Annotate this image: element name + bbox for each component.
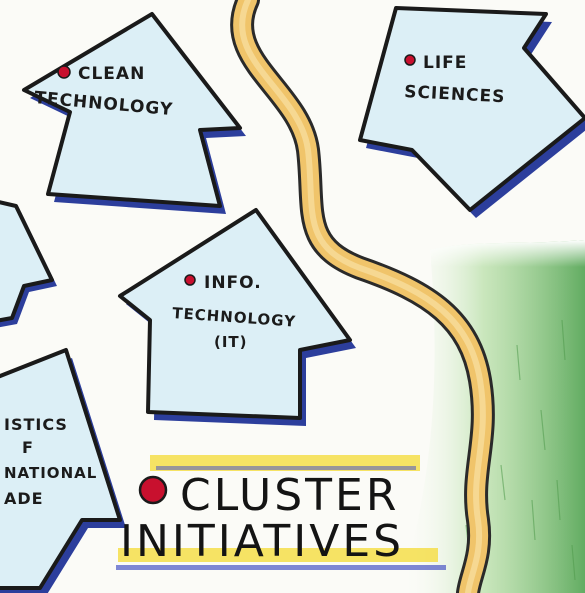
- bullet-clean-technology: [57, 65, 71, 79]
- arrow-partial-left: [0, 200, 57, 328]
- arrow-info-technology: INFO. TECHNOLOGY (IT): [118, 208, 356, 426]
- arrow-clean-technology: CLEAN TECHNOLOGY: [22, 12, 246, 214]
- title-highlight-yellow-bottom: [118, 548, 438, 562]
- title-initiatives: INITIATIVES: [120, 516, 404, 567]
- arrow-logistics-international-trade: ISTICS F NATIONAL ADE: [0, 348, 126, 593]
- winding-path: [230, 0, 495, 593]
- label-of: F: [22, 438, 34, 457]
- label-clean: CLEAN: [78, 64, 145, 84]
- label-info: INFO.: [204, 273, 262, 293]
- title-underline-blue-top: [156, 466, 416, 470]
- bullet-life-sciences: [404, 54, 416, 66]
- label-logistics: ISTICS: [4, 415, 68, 434]
- label-international: NATIONAL: [4, 464, 97, 482]
- title-cluster: CLUSTER: [180, 470, 399, 521]
- bullet-info-technology: [184, 274, 196, 286]
- title-underline-blue: [116, 565, 446, 570]
- label-it: (IT): [214, 333, 248, 351]
- title-block: CLUSTER INITIATIVES: [116, 455, 446, 570]
- label-life: LIFE: [423, 53, 467, 73]
- label-trade: ADE: [4, 489, 44, 508]
- title-bullet: [138, 475, 168, 505]
- arrow-life-sciences: LIFE SCIENCES: [358, 6, 585, 218]
